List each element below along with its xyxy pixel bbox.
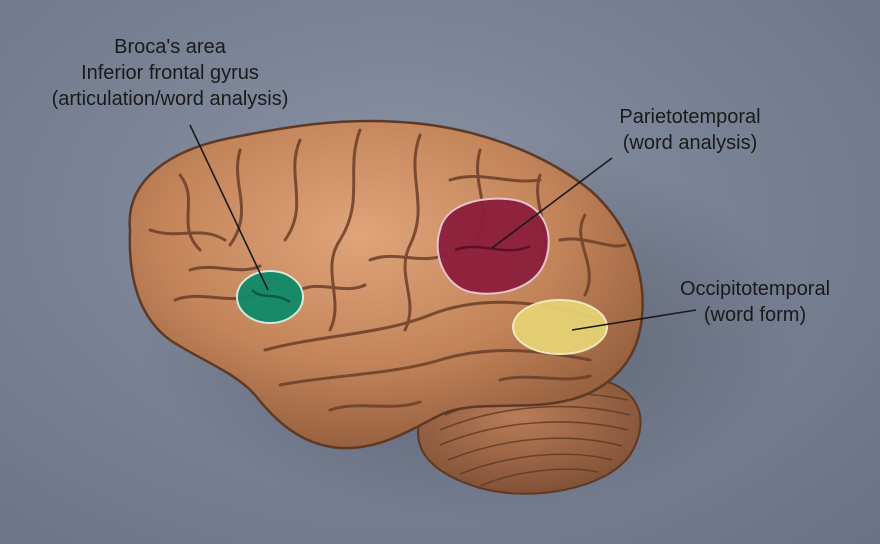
occipitotemporal-label-line1: Occipitotemporal: [679, 278, 831, 300]
broca-region-sulcus: [251, 289, 291, 304]
broca-leader-line: [189, 124, 269, 291]
occipitotemporal-region: [512, 299, 608, 355]
parietotemporal-leader-line: [491, 157, 613, 249]
parietotemporal-region-sulcus: [454, 244, 531, 252]
broca-label-line3: (articulation/word analysis): [51, 88, 289, 110]
broca-label: Broca's area Inferior frontal gyrus (art…: [10, 34, 330, 112]
occipitotemporal-label: Occipitotemporal (word form): [645, 276, 865, 328]
occipitotemporal-leader-line: [571, 309, 697, 331]
broca-label-line2: Inferior frontal gyrus: [81, 62, 259, 84]
parietotemporal-label: Parietotemporal (word analysis): [575, 104, 805, 156]
occipitotemporal-label-line2: (word form): [703, 304, 807, 326]
broca-label-line1: Broca's area: [114, 36, 226, 58]
parietotemporal-label-line2: (word analysis): [622, 132, 758, 154]
parietotemporal-label-line1: Parietotemporal: [619, 106, 761, 128]
